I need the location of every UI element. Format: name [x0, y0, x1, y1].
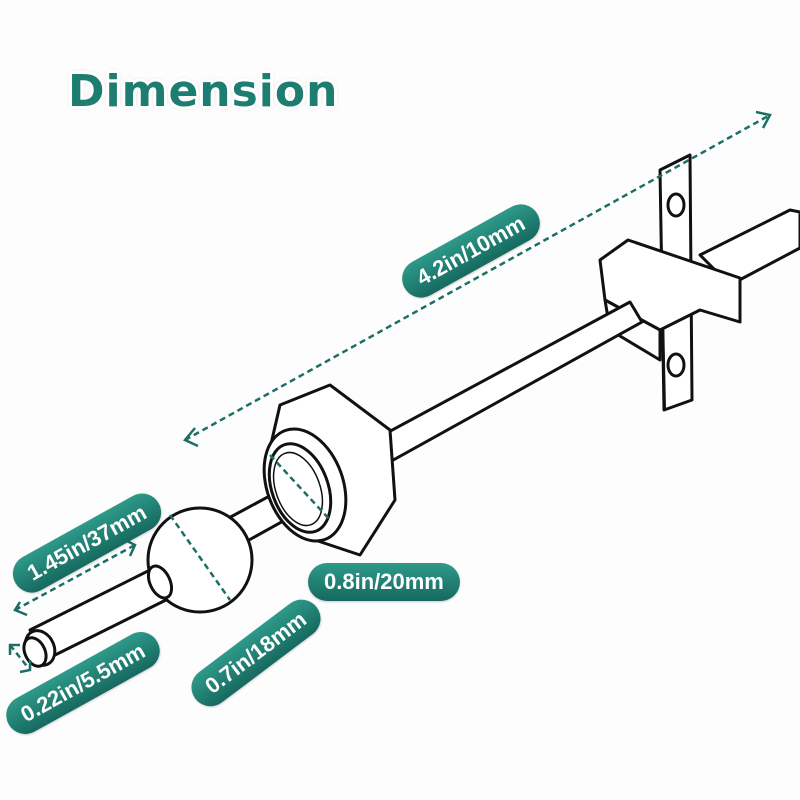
arrowhead-icon [19, 660, 32, 674]
rod-length-line [184, 113, 771, 442]
dimension-lines [9, 113, 771, 671]
page-title: Dimension [68, 66, 339, 117]
nut-diameter-label: 0.8in/20mm [308, 563, 460, 601]
ball [146, 506, 254, 614]
ball-diameter-line [168, 514, 232, 601]
tip-end-inner [22, 636, 48, 668]
tip-length-line [14, 543, 136, 612]
mounting-hole [666, 192, 686, 218]
arrowhead-icon [182, 427, 199, 448]
nut [262, 383, 397, 557]
arrowhead-icon [755, 110, 772, 129]
ball-collar [146, 564, 174, 600]
mounting-hole [666, 352, 686, 378]
arrowhead-icon [8, 643, 20, 655]
tip-diameter-line [9, 644, 31, 671]
nut-diameter-line [269, 454, 331, 521]
dimension-arrowheads [8, 110, 772, 674]
arrowhead-icon [13, 601, 28, 617]
